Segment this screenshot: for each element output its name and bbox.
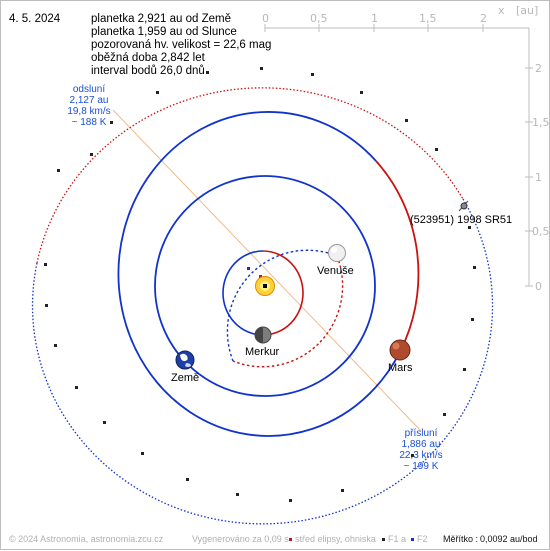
date-label: 4. 5. 2024 xyxy=(9,13,61,25)
info-interval: interval bodů 26,0 dnů xyxy=(91,65,205,77)
mercury xyxy=(254,326,272,344)
footer-scale-label: Měřítko : xyxy=(443,534,479,544)
ellipse-center-marker xyxy=(247,267,250,270)
earth-label: Země xyxy=(171,372,200,384)
scale-y-tick-1-5: 1,5 xyxy=(532,116,550,129)
aphelion-info: odsluní 2,127 au 19,8 km/s ~ 188 K xyxy=(63,84,115,128)
footer-copyright: © 2024 Astronomia, astronomia.zcu.cz xyxy=(9,534,164,544)
scale-x-tick-0: 0 xyxy=(262,12,269,25)
footer-f1-legend: F1 a xyxy=(388,534,407,544)
asteroid-orbit-markers xyxy=(44,67,476,502)
scale-x-tick-2: 2 xyxy=(480,12,487,25)
scale-y-tick-2: 2 xyxy=(535,62,542,75)
scale-x-tick-1: 1 xyxy=(371,12,378,25)
aphelion-distance: 2,127 au xyxy=(69,95,109,106)
aphelion-title: odsluní xyxy=(72,84,106,95)
asteroid xyxy=(458,200,469,212)
mars xyxy=(389,339,411,361)
sun xyxy=(255,276,275,296)
mercury-orbit xyxy=(222,250,304,336)
asteroid-orbit xyxy=(31,87,494,525)
footer-scale-value: 0,0092 au/bod xyxy=(480,534,538,544)
scale-x-tick-0-5: 0,5 xyxy=(310,12,328,25)
legend-f2-marker xyxy=(411,538,414,541)
info-earth-distance: planetka 2,921 au od Země xyxy=(91,13,232,25)
footer-f2-legend: F2 xyxy=(417,534,428,544)
aphelion-speed: 19,8 km/s xyxy=(67,106,111,117)
aphelion-temperature: ~ 188 K xyxy=(71,117,107,128)
perihelion-title: přísluní xyxy=(404,428,438,439)
scale-y-tick-0: 0 xyxy=(535,280,542,293)
legend-f1-marker xyxy=(382,538,385,541)
perihelion-temperature: ~ 199 K xyxy=(403,461,439,472)
info-magnitude: pozorovaná hv. velikost = 22,6 mag xyxy=(91,39,272,51)
footer-center-legend: střed elipsy, ohniska xyxy=(295,534,376,544)
mars-label: Mars xyxy=(388,362,413,374)
earth xyxy=(175,350,195,370)
perihelion-distance: 1,886 au xyxy=(401,439,441,450)
scale-x-tick-1-5: 1,5 xyxy=(419,12,437,25)
focus-marker xyxy=(259,275,262,278)
mars-orbit xyxy=(117,111,420,437)
venus-label: Venuše xyxy=(317,265,354,277)
venus-orbit xyxy=(226,249,344,368)
info-period: oběžná doba 2,842 let xyxy=(91,52,205,64)
perihelion-speed: 22,3 km/s xyxy=(399,450,443,461)
asteroid-label: (523951) 1998 SR51 xyxy=(410,214,513,226)
legend-center-marker xyxy=(289,538,292,541)
scale-y-tick-1: 1 xyxy=(535,171,542,184)
perihelion-info: přísluní 1,886 au 22,3 km/s ~ 199 K xyxy=(395,428,447,472)
venus xyxy=(328,244,346,262)
scale-axes xyxy=(264,24,533,287)
earth-orbit xyxy=(154,175,376,397)
scale-unit: [au] xyxy=(516,4,539,17)
mercury-label: Merkur xyxy=(245,346,280,358)
scale-x-unit: x xyxy=(498,4,505,17)
scale-y-tick-0-5: 0,5 xyxy=(532,225,550,238)
apsis-line xyxy=(112,109,422,432)
footer-generated: Vygenerováno za 0,09 s xyxy=(192,534,289,544)
info-sun-distance: planetka 1,959 au od Slunce xyxy=(91,26,237,38)
